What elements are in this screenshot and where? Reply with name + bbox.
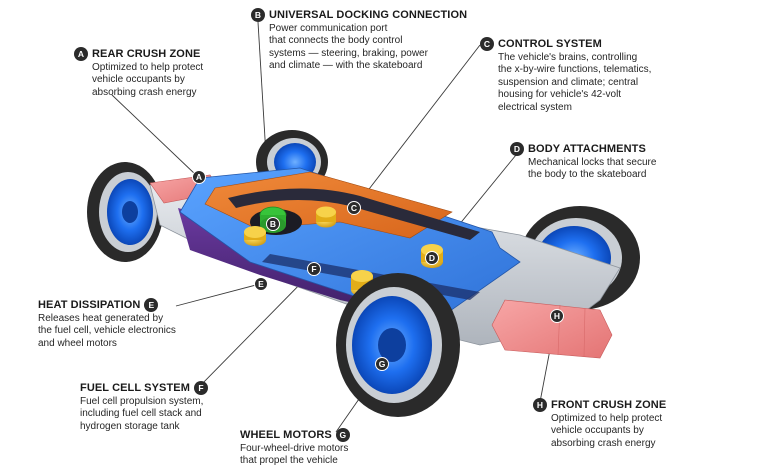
callout-title: REAR CRUSH ZONE (92, 48, 201, 60)
callout-description: The vehicle's brains, controlling the x-… (498, 52, 652, 113)
badge-h: H (533, 398, 547, 412)
badge-d: D (510, 142, 524, 156)
callout-description: Releases heat generated by the fuel cell… (38, 313, 176, 349)
callout-title: CONTROL SYSTEM (498, 38, 602, 50)
badge-e: E (144, 298, 159, 312)
marker-d: D (425, 251, 439, 265)
control-channel (228, 188, 480, 240)
leader-lines (111, 21, 557, 433)
front-crush-zone (491, 299, 613, 359)
callout-description: Power communication port that connects t… (269, 23, 428, 72)
svg-text:B: B (270, 219, 276, 229)
svg-text:C: C (351, 203, 357, 213)
leader-c (355, 44, 481, 207)
callout-universal-docking-connection: B UNIVERSAL DOCKING CONNECTION Power com… (251, 8, 467, 73)
wheel-front-left (336, 273, 460, 417)
callout-title: HEAT DISSIPATION (38, 299, 141, 311)
svg-text:D: D (429, 253, 435, 263)
callout-title: WHEEL MOTORS (240, 429, 332, 441)
marker-c: C (347, 201, 361, 215)
callout-description: Mechanical locks that secure the body to… (528, 157, 657, 181)
callout-rear-crush-zone: A REAR CRUSH ZONE Optimized to help prot… (74, 47, 203, 99)
callout-body-attachments: D BODY ATTACHMENTS Mechanical locks that… (510, 142, 656, 182)
leader-e (175, 284, 257, 307)
callout-control-system: C CONTROL SYSTEM The vehicle's brains, c… (480, 37, 651, 114)
badge-c: C (480, 37, 494, 51)
marker-a: A (192, 170, 206, 184)
marker-g: G (375, 357, 389, 371)
wheel-rear-left (87, 162, 163, 262)
marker-f: F (307, 262, 321, 276)
callout-heat-dissipation: HEAT DISSIPATION E Releases heat generat… (38, 298, 176, 350)
callout-wheel-motors: WHEEL MOTORS G Four-wheel-drive motors t… (240, 428, 350, 468)
svg-text:A: A (196, 172, 202, 182)
badge-a: A (74, 47, 88, 61)
badge-g: G (335, 428, 350, 442)
callout-title: FUEL CELL SYSTEM (80, 382, 190, 394)
badge-b: B (251, 8, 265, 22)
callout-fuel-cell-system: FUEL CELL SYSTEM F Fuel cell propulsion … (80, 381, 208, 433)
marker-h: H (550, 309, 564, 323)
marker-e: E (254, 277, 268, 291)
svg-text:G: G (379, 359, 386, 369)
svg-text:H: H (554, 311, 560, 321)
callout-description: Optimized to help protect vehicle occupa… (92, 62, 204, 98)
badge-f: F (193, 381, 208, 395)
callout-description: Fuel cell propulsion system, including f… (80, 396, 204, 432)
callout-description: Optimized to help protect vehicle occupa… (551, 413, 663, 449)
svg-text:E: E (258, 279, 264, 289)
callout-description: Four-wheel-drive motors that propel the … (240, 443, 349, 467)
callout-title: BODY ATTACHMENTS (528, 143, 646, 155)
leader-f (197, 271, 313, 389)
callout-front-crush-zone: H FRONT CRUSH ZONE Optimized to help pro… (533, 398, 666, 450)
marker-b: B (266, 217, 280, 231)
callout-title: FRONT CRUSH ZONE (551, 399, 667, 411)
callout-title: UNIVERSAL DOCKING CONNECTION (269, 9, 468, 21)
chassis-markers: A B C D E F G H (192, 170, 564, 371)
leader-a (111, 94, 197, 176)
svg-text:F: F (311, 264, 316, 274)
